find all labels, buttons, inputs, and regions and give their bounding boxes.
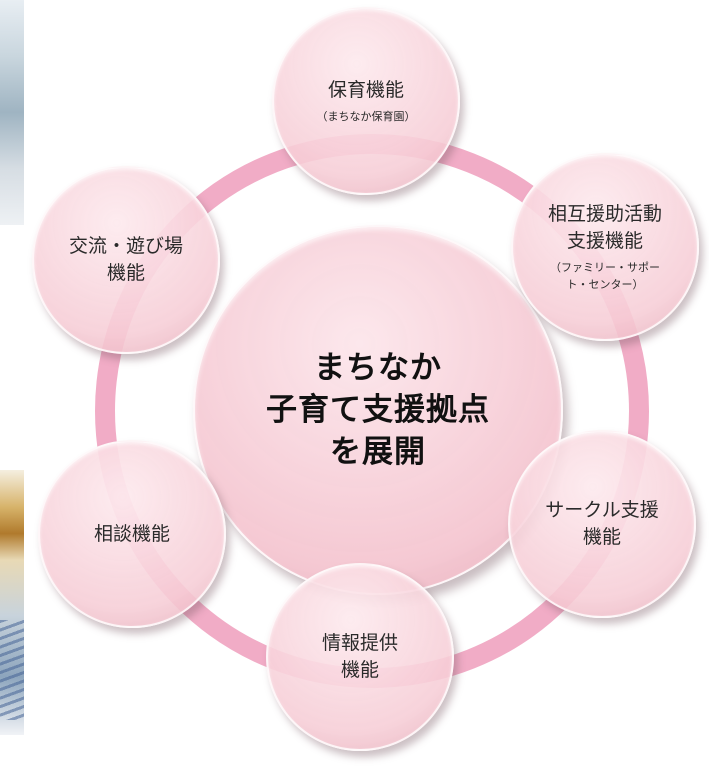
node-circle-support-label: サークル支援 機能 [545, 499, 659, 548]
node-exchange: 交流・遊び場 機能 [32, 166, 220, 354]
central-hub-title: まちなか 子育て支援拠点 を展開 [266, 350, 490, 470]
node-childcare-note: （まちなか保育園） [316, 110, 416, 123]
node-childcare-label: 保育機能 [327, 79, 404, 101]
node-exchange-label: 交流・遊び場 機能 [68, 235, 183, 284]
node-info: 情報提供 機能 [266, 563, 454, 751]
node-childcare: 保育機能 （まちなか保育園） [272, 7, 460, 195]
node-consultation: 相談機能 [38, 440, 226, 628]
node-mutual-aid-label: 相互援助活動 支援機能 [547, 203, 662, 252]
central-hub-circle: まちなか 子育て支援拠点 を展開 [193, 225, 563, 595]
node-mutual-aid-note: （ファミリー・サポー ト・センター） [550, 261, 660, 291]
cropped-photo-top-left [0, 0, 24, 225]
node-mutual-aid: 相互援助活動 支援機能 （ファミリー・サポー ト・センター） [511, 153, 699, 341]
node-info-label: 情報提供 機能 [321, 632, 398, 681]
node-consultation-label: 相談機能 [93, 522, 170, 545]
cropped-photo-bottom-left [0, 470, 24, 735]
node-circle-support: サークル支援 機能 [508, 430, 696, 618]
